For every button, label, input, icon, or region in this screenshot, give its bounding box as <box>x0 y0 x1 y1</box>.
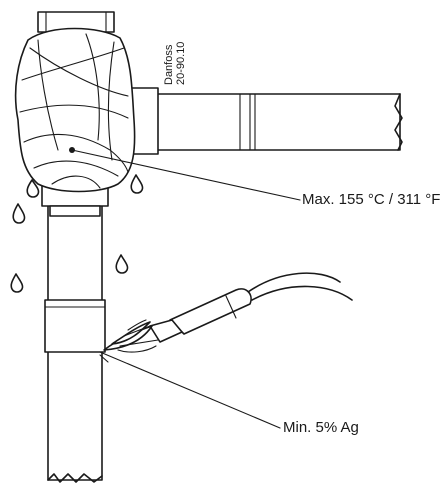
leader-dot-temperature <box>69 147 75 153</box>
valve-marking-brand: Danfoss <box>163 44 175 85</box>
water-drop-1 <box>26 179 40 198</box>
wet-cloth <box>14 27 136 193</box>
water-drops <box>10 174 144 293</box>
valve-marking-code: 20-90.10 <box>175 41 187 85</box>
water-drop-4 <box>115 254 129 274</box>
water-drop-3 <box>12 203 26 224</box>
horizontal-pipe <box>154 93 403 151</box>
water-drop-2 <box>130 174 144 194</box>
min-silver-label: Min. 5% Ag <box>283 419 359 436</box>
brazing-torch <box>99 272 353 363</box>
valve-marking: Danfoss 20-90.10 <box>163 42 187 85</box>
leader-line-silver <box>99 351 281 429</box>
leader-line-temperature <box>71 149 301 201</box>
max-temperature-label: Max. 155 °C / 311 °F <box>302 191 441 208</box>
vertical-pipe <box>44 204 106 483</box>
water-drop-5 <box>10 273 24 293</box>
